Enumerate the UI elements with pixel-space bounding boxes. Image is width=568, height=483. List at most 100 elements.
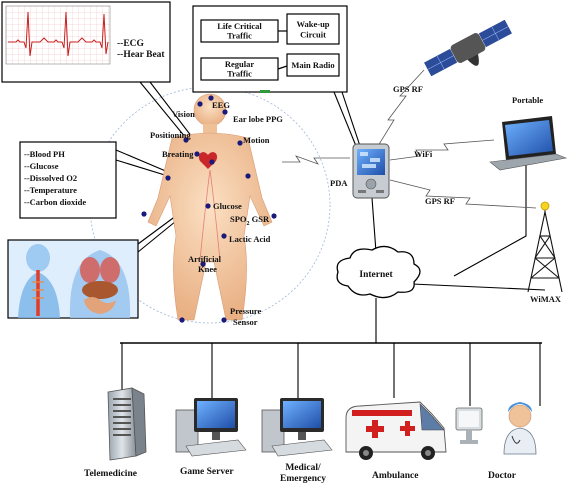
wimax-antenna-light — [540, 201, 550, 211]
pda-to-laptop-wifi — [389, 139, 495, 161]
life-critical-label: Life Critical — [217, 21, 262, 31]
label-ear-lobe: Ear lobe PPG — [233, 114, 283, 124]
sensor-box-connector-2 — [115, 159, 169, 177]
label-gps-rf-bottom: GPS RF — [425, 196, 455, 206]
body-sensor-labels: Vision EEG Ear lobe PPG Positioning Brea… — [150, 100, 283, 327]
spine-figure — [18, 244, 60, 318]
anatomy-image — [7, 239, 139, 319]
heart-icon — [198, 152, 218, 169]
body-veins — [199, 169, 221, 261]
sensor-dot-positioning — [183, 137, 189, 143]
label-emergency: Emergency — [280, 474, 326, 483]
telemedicine-server-icon — [107, 387, 147, 461]
sensor-dot-left-hand — [141, 211, 147, 217]
sensor-item-dissolved-o2: --Dissolved O2 — [24, 173, 77, 183]
label-glucose: Glucose — [213, 201, 242, 211]
pda-device — [352, 143, 390, 199]
label-positioning: Positioning — [150, 130, 191, 140]
sensor-dot-heart — [209, 159, 215, 165]
sensor-dot-breating — [194, 151, 200, 157]
wakeup-circuit-box — [286, 13, 340, 45]
label-artificial: Artificial — [188, 254, 222, 264]
label-breating: Breating — [162, 149, 194, 159]
ecg-panel: --ECG --Hear Beat — [1, 1, 171, 83]
label-medical: Medical/ — [285, 463, 321, 473]
traffic-to-pda-2 — [333, 91, 357, 147]
sensor-dot-lactic — [221, 233, 227, 239]
sensor-dots — [141, 90, 277, 323]
laptop-to-internet — [453, 162, 527, 277]
label-wifi: WiFi — [414, 149, 433, 159]
green-sensor-mark — [260, 90, 270, 93]
sensor-item-blood-ph: --Blood PH — [24, 149, 65, 159]
satellite-icon — [423, 18, 513, 78]
label-motion: Motion — [243, 135, 270, 145]
heartbeat-label: --Hear Beat — [117, 50, 165, 60]
sensor-item-co2: --Carbon dioxide — [24, 197, 86, 207]
label-knee: Knee — [198, 264, 217, 274]
sensor-dot-ear — [222, 109, 228, 115]
wireless-links — [282, 69, 537, 209]
wimax-tower-icon — [527, 204, 563, 293]
sensor-item-temperature: --Temperature — [24, 185, 77, 195]
organ-figure — [69, 250, 131, 318]
sensor-item-glucose: --Glucose — [24, 161, 59, 171]
sensor-dot-vision — [197, 101, 203, 107]
label-pda: PDA — [330, 178, 348, 188]
label-doctor: Doctor — [488, 471, 517, 481]
sensor-dot-left-arm — [165, 175, 171, 181]
sensor-dot-knee — [200, 261, 206, 267]
label-wimax: WiMAX — [530, 294, 562, 304]
regular-label-2: Traffic — [227, 69, 252, 79]
pda-to-tower-gps — [389, 179, 537, 209]
main-radio-label: Main Radio — [291, 60, 334, 70]
sensor-dot-eeg — [208, 95, 214, 101]
body-neck — [203, 124, 217, 134]
body-torso — [147, 132, 273, 321]
label-sensor: Sensor — [233, 317, 258, 327]
medical-emergency-icon — [261, 398, 333, 457]
human-body — [147, 93, 273, 321]
sensor-list-box: --Blood PH --Glucose --Dissolved O2 --Te… — [19, 141, 117, 219]
sensor-dot-spo2 — [271, 213, 277, 219]
sensor-dot-left-foot — [179, 317, 185, 323]
label-vision: Vision — [172, 109, 195, 119]
internet-cloud — [336, 245, 421, 299]
label-ambulance: Ambulance — [372, 471, 418, 481]
sensor-dot-right-arm — [245, 173, 251, 179]
body-to-pda-wireless — [282, 155, 350, 165]
traffic-link-2 — [277, 65, 288, 70]
pda-to-internet — [371, 197, 377, 253]
label-pressure: Pressure — [230, 306, 262, 316]
label-lactic: Lactic Acid — [229, 234, 271, 244]
label-eeg: EEG — [212, 100, 230, 110]
internet-to-tower — [411, 283, 546, 291]
regular-label: Regular — [225, 59, 255, 69]
sensor-dot-glucose — [205, 203, 211, 209]
ecg-trace — [8, 11, 109, 57]
game-server-icon — [175, 398, 247, 457]
doctor-pc-icon — [455, 407, 483, 444]
wakeup-label-2: Circuit — [300, 30, 326, 40]
connector-lines — [115, 81, 546, 406]
pda-to-satellite-wireless — [377, 69, 425, 147]
laptop-icon — [489, 116, 568, 171]
label-telemedicine: Telemedicine — [84, 469, 137, 479]
traffic-box: Life Critical Traffic Wake-up Circuit Re… — [192, 5, 348, 93]
ambulance-icon — [345, 401, 447, 460]
label-game-server: Game Server — [180, 467, 234, 477]
doctor-icon — [503, 402, 537, 455]
wakeup-label: Wake-up — [296, 19, 329, 29]
life-critical-label-2: Traffic — [227, 31, 252, 41]
label-spo2: SPO2 GSR — [230, 214, 270, 227]
sensor-dot-motion — [237, 140, 243, 146]
main-radio-box — [286, 53, 340, 77]
sensor-box-connector — [115, 149, 169, 173]
ecg-label: --ECG — [117, 39, 145, 49]
label-gps-rf-top: GPS RF — [393, 84, 423, 94]
ecg-grid — [5, 5, 111, 65]
sensor-dot-pressure — [221, 317, 227, 323]
label-portable: Portable — [512, 95, 543, 105]
label-internet: Internet — [359, 270, 393, 280]
